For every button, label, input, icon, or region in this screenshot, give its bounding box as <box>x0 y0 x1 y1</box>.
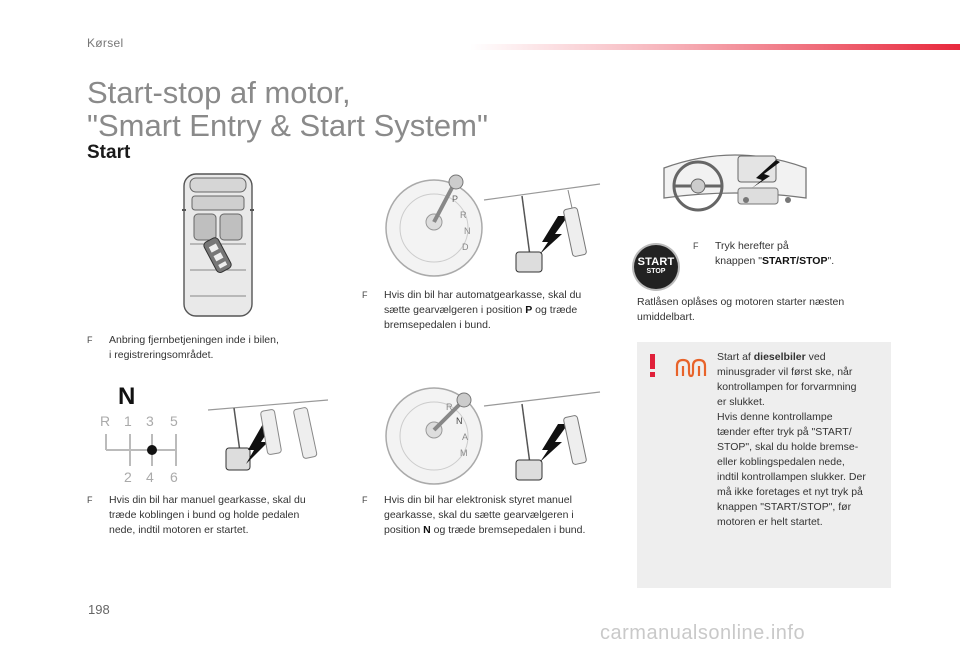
svg-text:5: 5 <box>170 413 178 429</box>
page-number: 198 <box>88 602 110 617</box>
selector-label-n: N <box>464 226 471 236</box>
checkbox-icon: F <box>362 495 368 505</box>
step-manual-gearbox: F Hvis din bil har manuel gearkasse, ska… <box>87 494 306 536</box>
note-text: Start af dieselbiler ved minusgrader vil… <box>717 351 866 528</box>
svg-text:6: 6 <box>170 469 178 485</box>
gear-shift-pattern <box>105 434 177 466</box>
page-title: Start-stop af motor, "Smart Entry & Star… <box>87 76 488 142</box>
selector-label-n: N <box>456 416 463 426</box>
section-subheading: Start <box>87 142 131 163</box>
selector-label-a: A <box>462 432 468 442</box>
svg-text:3: 3 <box>146 413 154 429</box>
svg-text:R: R <box>100 413 110 429</box>
watermark: carmanualsonline.info <box>600 622 806 644</box>
svg-text:4: 4 <box>146 469 154 485</box>
brake-pedal-pressed-icon <box>515 195 568 273</box>
selector-label-r: R <box>446 402 453 412</box>
dashboard-illustration <box>663 154 807 212</box>
preheat-glow-plug-icon <box>675 358 707 378</box>
automatic-gearbox-illustration: P R N D <box>385 174 601 277</box>
selector-label-r: R <box>460 210 467 220</box>
checkbox-icon: F <box>693 241 699 251</box>
key-fob-icon <box>203 237 232 273</box>
step-electronic-gearbox: F Hvis din bil har elektronisk styret ma… <box>362 494 586 536</box>
section-label: Kørsel <box>87 36 124 50</box>
checkbox-icon: F <box>87 335 93 345</box>
accelerator-pedal-icon <box>563 189 587 257</box>
selector-label-p: P <box>452 194 458 204</box>
note-box <box>637 342 891 588</box>
svg-text:1: 1 <box>124 413 132 429</box>
selector-label-m: M <box>460 448 468 458</box>
pointer-arrow-icon <box>752 160 780 188</box>
checkbox-icon: F <box>87 495 93 505</box>
header-accent-bar <box>470 44 960 50</box>
warning-exclamation-icon <box>650 354 655 377</box>
electronic-gearbox-illustration: R N A M <box>385 387 601 485</box>
page-title-line2: "Smart Entry & Start System" <box>87 108 488 143</box>
selector-label-d: D <box>462 242 469 252</box>
step-automatic-gearbox: F Hvis din bil har automatgearkasse, ska… <box>362 289 582 331</box>
brake-pedal-pressed-icon <box>515 403 568 481</box>
van-top-view-illustration <box>182 173 254 317</box>
manual-gearbox-illustration: N R 1 3 5 2 4 6 <box>100 383 329 485</box>
result-text: Ratlåsen oplåses og motoren starter næst… <box>637 296 845 323</box>
neutral-gear-label: N <box>118 383 135 410</box>
svg-text:2: 2 <box>124 469 132 485</box>
checkbox-icon: F <box>362 290 368 300</box>
start-stop-button-icon: START STOP <box>634 245 678 289</box>
page-title-line1: Start-stop af motor, <box>87 75 351 110</box>
step-place-remote: F Anbring fjernbetjeningen inde i bilen,… <box>87 334 279 361</box>
